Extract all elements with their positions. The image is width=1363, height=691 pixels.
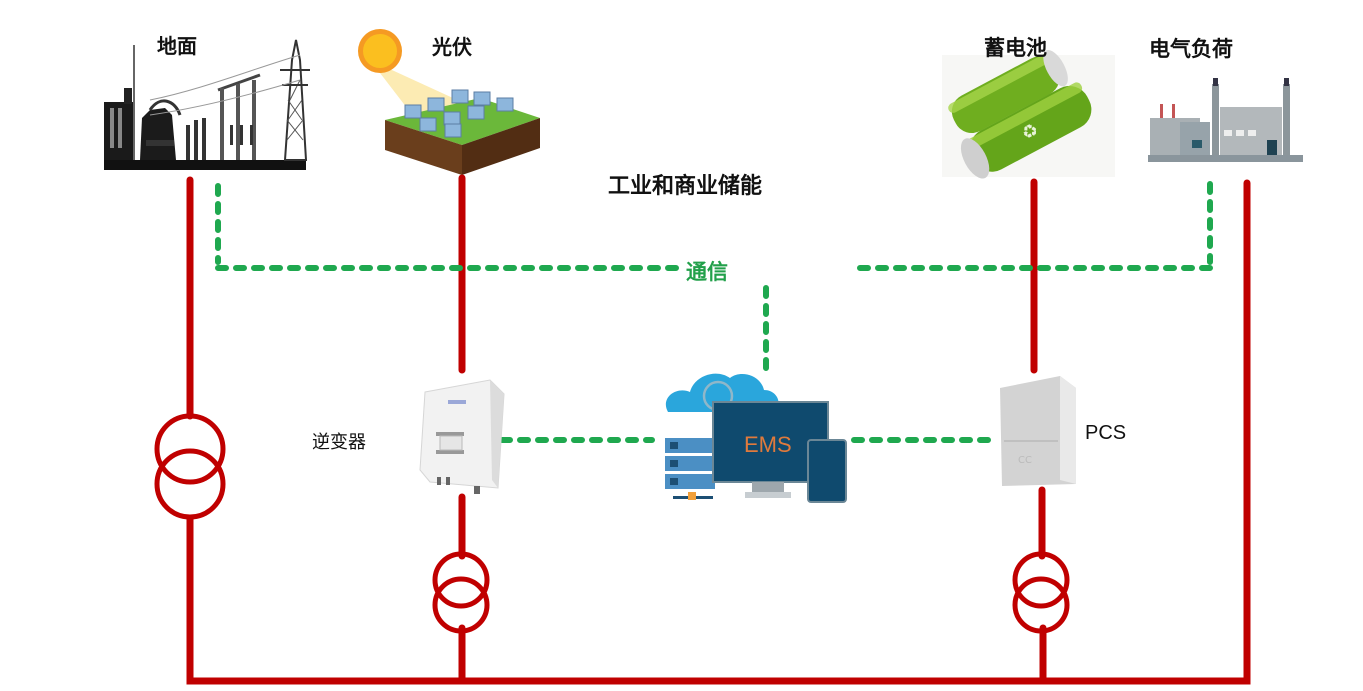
ground-label: 地面: [157, 34, 197, 58]
battery-label: 蓄电池: [984, 36, 1047, 60]
pv-label: 光伏: [432, 35, 472, 59]
communication-label: 通信: [686, 260, 728, 284]
load-label: 电气负荷: [1149, 37, 1233, 61]
inverter-transformer-icon: [432, 551, 490, 634]
factory-icon: [1148, 78, 1303, 162]
ems-label: EMS: [744, 432, 792, 457]
pcs-cabinet-icon: CC: [1000, 376, 1076, 486]
diagram-title: 工业和商业储能: [608, 174, 763, 199]
battery-icon: ♻: [942, 50, 1115, 179]
power-lines: [186, 174, 1251, 685]
pcs-transformer-icon: [1012, 551, 1070, 634]
main-transformer-icon: [154, 413, 226, 520]
pcs-label: PCS: [1085, 422, 1127, 444]
ems-cloud-computer-icon: EMS: [665, 373, 847, 503]
svg-text:CC: CC: [1018, 455, 1032, 466]
inverter-label: 逆变器: [312, 432, 366, 453]
communication-lines: [215, 181, 1213, 443]
substation-icon: [104, 39, 310, 170]
inverter-icon: [419, 379, 505, 494]
solar-farm-icon: [358, 29, 540, 175]
